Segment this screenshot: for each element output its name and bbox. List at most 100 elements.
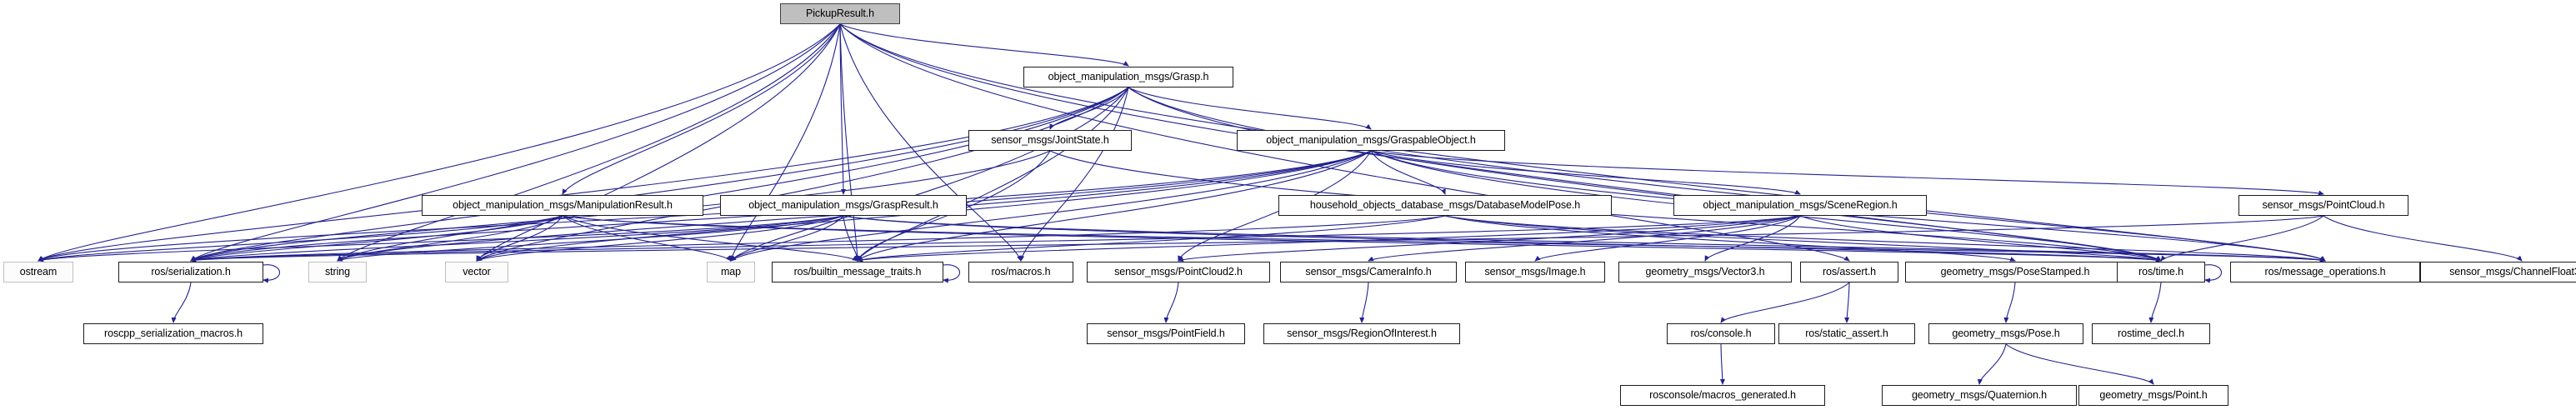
graph-edge-graspresult-to-rosserialization bbox=[190, 215, 844, 262]
graph-node-label: sensor_msgs/ChannelFloat32.h bbox=[2449, 266, 2576, 278]
graph-node-label: object_manipulation_msgs/Grasp.h bbox=[1048, 71, 1209, 83]
graph-node-sensor-msgs-pointfield-h[interactable]: sensor_msgs/PointField.h bbox=[1087, 323, 1245, 344]
graph-node-sensor-msgs-jointstate-h[interactable]: sensor_msgs/JointState.h bbox=[968, 130, 1132, 151]
graph-node-label: ros/assert.h bbox=[1822, 266, 1877, 278]
graph-node-object-manipulation-msgs-manipulationresult-h[interactable]: object_manipulation_msgs/ManipulationRes… bbox=[422, 195, 703, 216]
graph-edge-pickupresult-to-ostream bbox=[38, 23, 841, 262]
graph-edge-graspresult-to-rostime bbox=[843, 215, 2162, 262]
graph-node-ros-message-operations-h[interactable]: ros/message_operations.h bbox=[2230, 262, 2420, 282]
graph-edge-camerainfo-to-regionofinterest bbox=[1359, 282, 1369, 323]
graph-node-vector[interactable]: vector bbox=[445, 262, 508, 282]
graph-edge-manipulationresult-to-string bbox=[337, 215, 563, 262]
graph-node-geometry-msgs-vector3-h[interactable]: geometry_msgs/Vector3.h bbox=[1618, 262, 1792, 282]
graph-node-geometry-msgs-pose-h[interactable]: geometry_msgs/Pose.h bbox=[1928, 323, 2083, 344]
graph-node-ros-static-assert-h[interactable]: ros/static_assert.h bbox=[1778, 323, 1915, 344]
graph-edge-grasp-to-jointstate bbox=[1049, 87, 1129, 130]
graph-edge-databasemodelpose-to-posestamped bbox=[1444, 215, 2016, 262]
graph-edge-grasp-to-graspableobject bbox=[1128, 87, 1372, 130]
graph-edge-pickupresult-to-builtinmessagetraits bbox=[839, 23, 860, 262]
graph-edge-grasp-to-rostime bbox=[1128, 87, 2162, 262]
graph-edge-pickupresult-to-map bbox=[729, 23, 841, 262]
graph-node-sensor-msgs-pointcloud-h[interactable]: sensor_msgs/PointCloud.h bbox=[2238, 195, 2408, 216]
graph-edge-rostime-to-rostime bbox=[2204, 264, 2222, 283]
graph-node-ros-assert-h[interactable]: ros/assert.h bbox=[1800, 262, 1898, 282]
graph-node-sensor-msgs-camerainfo-h[interactable]: sensor_msgs/CameraInfo.h bbox=[1280, 262, 1457, 282]
graph-edge-grasp-to-rosserialization bbox=[190, 87, 1129, 262]
graph-node-label: ros/time.h bbox=[2138, 266, 2183, 278]
graph-node-sensor-msgs-regionofinterest-h[interactable]: sensor_msgs/RegionOfInterest.h bbox=[1263, 323, 1460, 344]
graph-node-label: geometry_msgs/PoseStamped.h bbox=[1940, 266, 2090, 278]
graph-node-ros-macros-h[interactable]: ros/macros.h bbox=[968, 262, 1073, 282]
graph-edge-grasp-to-messageoperations bbox=[1128, 87, 2326, 262]
graph-node-ros-time-h[interactable]: ros/time.h bbox=[2117, 262, 2205, 282]
graph-edge-grasp-to-rosmacros bbox=[1019, 87, 1129, 262]
graph-node-pickupresult-h[interactable]: PickupResult.h bbox=[780, 3, 900, 24]
graph-edge-graspresult-to-vector bbox=[476, 215, 844, 262]
graph-edge-pickupresult-to-graspresult bbox=[839, 23, 846, 195]
graph-edge-sceneregion-to-camerainfo bbox=[1368, 215, 1801, 262]
graph-edge-pointcloud-to-channelfloat32 bbox=[2323, 215, 2523, 262]
graph-edge-pointcloud2-to-pointfield bbox=[1163, 282, 1179, 323]
graph-edge-builtinmessagetraits-to-builtinmessagetraits bbox=[943, 264, 960, 283]
graph-edge-pickupresult-to-manipulationresult bbox=[562, 23, 841, 195]
graph-node-label: geometry_msgs/Quaternion.h bbox=[1911, 389, 2048, 402]
graph-node-object-manipulation-msgs-graspableobject-h[interactable]: object_manipulation_msgs/GraspableObject… bbox=[1237, 130, 1505, 151]
graph-edge-rosserialization-to-rosserialization bbox=[263, 264, 280, 283]
graph-edge-grasp-to-string bbox=[337, 87, 1129, 262]
graph-node-sensor-msgs-image-h[interactable]: sensor_msgs/Image.h bbox=[1465, 262, 1605, 282]
graph-node-roscpp-serialization-macros-h[interactable]: roscpp_serialization_macros.h bbox=[83, 323, 263, 344]
graph-edge-graspresult-to-map bbox=[730, 215, 844, 262]
graph-edge-rosconsole-to-macrosgenerated bbox=[1719, 343, 1725, 385]
graph-node-ros-console-h[interactable]: ros/console.h bbox=[1667, 323, 1775, 344]
graph-edge-databasemodelpose-to-builtinmessagetraits bbox=[857, 215, 1446, 262]
graph-edge-pointcloud-to-rosserialization bbox=[190, 215, 2324, 262]
graph-edge-graspableobject-to-sceneregion bbox=[1370, 150, 1801, 195]
graph-node-label: geometry_msgs/Pose.h bbox=[1952, 328, 2060, 340]
graph-edge-sceneregion-to-builtinmessagetraits bbox=[857, 215, 1801, 262]
graph-node-label: ros/serialization.h bbox=[151, 266, 231, 278]
graph-edge-databasemodelpose-to-rostime bbox=[1444, 215, 2162, 262]
graph-node-ostream[interactable]: ostream bbox=[3, 262, 73, 282]
graph-node-label: object_manipulation_msgs/GraspableObject… bbox=[1266, 134, 1476, 147]
graph-node-object-manipulation-msgs-grasp-h[interactable]: object_manipulation_msgs/Grasp.h bbox=[1023, 67, 1233, 88]
graph-edge-sceneregion-to-pointcloud2 bbox=[1178, 215, 1801, 262]
graph-edge-pose-to-quaternion bbox=[1977, 343, 2007, 385]
graph-node-label: roscpp_serialization_macros.h bbox=[104, 328, 243, 340]
graph-node-label: map bbox=[720, 266, 742, 278]
graph-edge-graspableobject-to-databasemodelpose bbox=[1370, 150, 1446, 195]
graph-node-ros-builtin-message-traits-h[interactable]: ros/builtin_message_traits.h bbox=[772, 262, 943, 282]
graph-edge-sceneregion-to-vector3 bbox=[1704, 215, 1801, 262]
graph-node-label: object_manipulation_msgs/GraspResult.h bbox=[748, 199, 938, 212]
graph-node-geometry-msgs-posestamped-h[interactable]: geometry_msgs/PoseStamped.h bbox=[1905, 262, 2125, 282]
graph-edge-manipulationresult-to-messageoperations bbox=[562, 215, 2326, 262]
graph-node-label: sensor_msgs/Image.h bbox=[1484, 266, 1586, 278]
graph-node-household-objects-database-msgs-databasemodelpose-h[interactable]: household_objects_database_msgs/Database… bbox=[1278, 195, 1612, 216]
graph-node-label: sensor_msgs/PointCloud2.h bbox=[1114, 266, 1243, 278]
graph-node-string[interactable]: string bbox=[308, 262, 367, 282]
graph-edge-grasp-to-vector bbox=[476, 87, 1129, 262]
graph-node-label: sensor_msgs/PointCloud.h bbox=[2262, 199, 2385, 212]
graph-node-label: PickupResult.h bbox=[806, 8, 874, 20]
graph-node-label: rosconsole/macros_generated.h bbox=[1649, 389, 1796, 402]
graph-node-label: object_manipulation_msgs/ManipulationRes… bbox=[453, 199, 673, 212]
graph-node-sensor-msgs-channelfloat32-h[interactable]: sensor_msgs/ChannelFloat32.h bbox=[2420, 262, 2576, 282]
graph-edge-graspresult-to-messageoperations bbox=[843, 215, 2326, 262]
graph-edge-grasp-to-builtinmessagetraits bbox=[857, 87, 1129, 262]
graph-node-geometry-msgs-point-h[interactable]: geometry_msgs/Point.h bbox=[2078, 385, 2228, 406]
graph-node-ros-serialization-h[interactable]: ros/serialization.h bbox=[118, 262, 263, 282]
graph-edge-pickupresult-to-rosserialization bbox=[190, 23, 841, 262]
graph-node-geometry-msgs-quaternion-h[interactable]: geometry_msgs/Quaternion.h bbox=[1882, 385, 2077, 406]
graph-edge-manipulationresult-to-ostream bbox=[38, 215, 563, 262]
graph-node-rostime-decl-h[interactable]: rostime_decl.h bbox=[2092, 323, 2210, 344]
graph-node-object-manipulation-msgs-sceneregion-h[interactable]: object_manipulation_msgs/SceneRegion.h bbox=[1673, 195, 1927, 216]
graph-node-map[interactable]: map bbox=[707, 262, 755, 282]
graph-node-label: string bbox=[325, 266, 350, 278]
graph-edge-posestamped-to-pose bbox=[2003, 282, 2016, 323]
graph-edge-grasp-to-map bbox=[730, 87, 1129, 262]
graph-node-label: ros/macros.h bbox=[991, 266, 1051, 278]
graph-edge-manipulationresult-to-rosserialization bbox=[190, 215, 563, 262]
graph-node-sensor-msgs-pointcloud2-h[interactable]: sensor_msgs/PointCloud2.h bbox=[1087, 262, 1270, 282]
graph-edge-graspableobject-to-ostream bbox=[38, 150, 1372, 262]
graph-node-rosconsole-macros-generated-h[interactable]: rosconsole/macros_generated.h bbox=[1620, 385, 1825, 406]
graph-node-object-manipulation-msgs-graspresult-h[interactable]: object_manipulation_msgs/GraspResult.h bbox=[720, 195, 967, 216]
